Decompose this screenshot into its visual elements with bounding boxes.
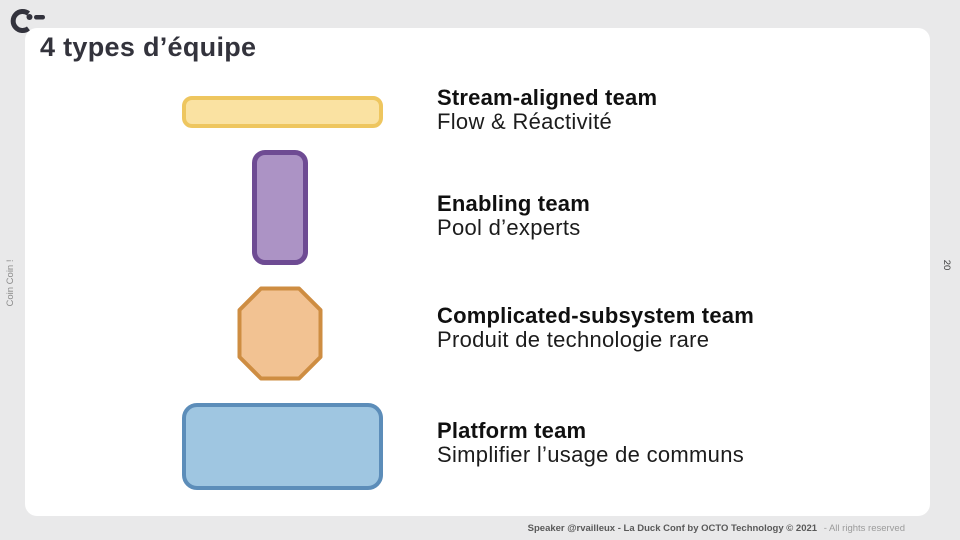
stream-aligned-text: Stream-aligned team Flow & Réactivité (437, 86, 657, 134)
team-description: Pool d’experts (437, 215, 581, 240)
team-name: Stream-aligned team (437, 85, 658, 110)
slide-card (25, 28, 930, 516)
duck-logo-icon (10, 9, 45, 33)
stream-aligned-shape (182, 96, 383, 128)
team-name: Enabling team (437, 191, 590, 216)
platform-text: Platform team Simplifier l’usage de comm… (437, 419, 744, 467)
team-name: Complicated-subsystem team (437, 303, 754, 328)
footer: Speaker @rvailleux - La Duck Conf by OCT… (528, 523, 905, 534)
slide-title: 4 types d’équipe (40, 32, 257, 62)
complicated-subsystem-text: Complicated-subsystem team Produit de te… (437, 304, 754, 352)
team-description: Produit de technologie rare (437, 327, 710, 352)
platform-shape (182, 403, 383, 490)
enabling-shape (252, 150, 308, 265)
team-name: Platform team (437, 418, 587, 443)
complicated-subsystem-shape (237, 286, 323, 381)
footer-rights: - All rights reserved (823, 523, 905, 534)
enabling-text: Enabling team Pool d’experts (437, 192, 590, 240)
footer-credits: Speaker @rvailleux - La Duck Conf by OCT… (527, 523, 818, 534)
side-label-coin-coin: Coin Coin ! (5, 259, 16, 307)
team-description: Flow & Réactivité (437, 109, 613, 134)
page-number: 20 (941, 259, 952, 271)
team-description: Simplifier l’usage de communs (437, 442, 745, 467)
